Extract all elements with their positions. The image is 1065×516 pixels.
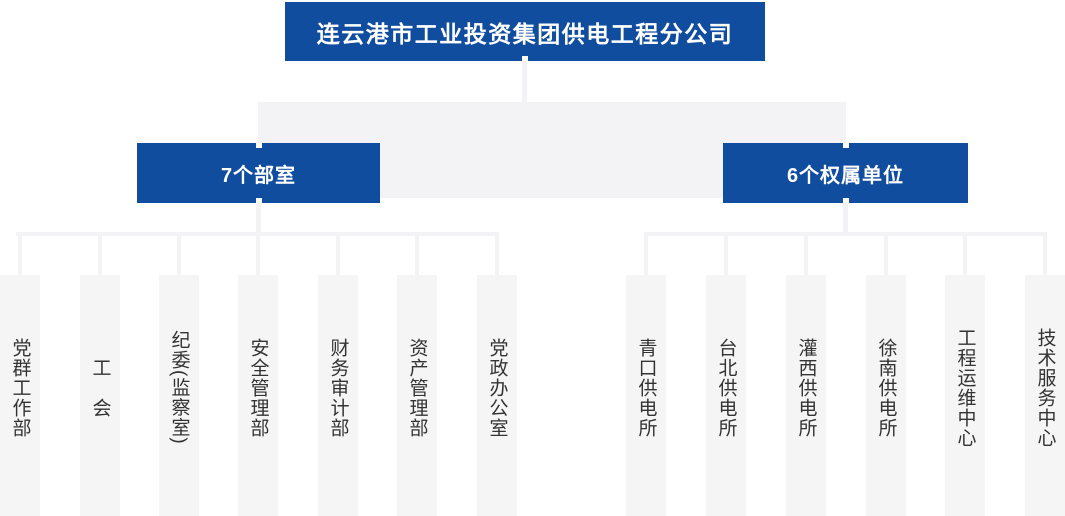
group-node-units: 6个权属单位 [723, 143, 968, 203]
connector-stub-departments [256, 203, 261, 236]
connector-stub-units [843, 203, 848, 236]
connector-rail-units [644, 232, 1047, 236]
leaf-node: 灌西供电所 [786, 275, 826, 516]
leaf-node: 党群工作部 [0, 275, 40, 516]
leaf-node: 安全管理部 [238, 275, 278, 516]
group-node-departments: 7个部室 [137, 143, 380, 203]
group-departments-notch-top [255, 143, 262, 148]
connector-trunk [522, 61, 527, 103]
root-node: 连云港市工业投资集团供电工程分公司 [285, 2, 765, 61]
leaf-node: 技术服务中心 [1025, 275, 1065, 516]
leaf-node: 徐南供电所 [866, 275, 906, 516]
group-units-notch-top [842, 143, 849, 148]
connector-drop [724, 232, 728, 275]
connector-drop [1043, 232, 1047, 275]
leaf-node-label: 徐南供电所 [875, 337, 897, 438]
leaf-node-label: 纪委(监察室) [168, 330, 190, 445]
leaf-node: 青口供电所 [626, 275, 666, 516]
group-node-units-label: 6个权属单位 [786, 164, 905, 187]
group-node-departments-label: 7个部室 [220, 164, 297, 187]
connector-drop [177, 232, 181, 275]
leaf-node: 党政办公室 [477, 275, 517, 516]
root-connector-notch [522, 56, 528, 61]
connector-drop [884, 232, 888, 275]
connector-drop [336, 232, 340, 275]
root-node-label: 连云港市工业投资集团供电工程分公司 [316, 20, 734, 47]
connector-drop [98, 232, 102, 275]
leaf-node: 财务审计部 [318, 275, 358, 516]
leaf-node-label: 财务审计部 [327, 337, 349, 438]
leaf-node: 资产管理部 [397, 275, 437, 516]
leaf-node: 台北供电所 [706, 275, 746, 516]
leaf-node: 工程运维中心 [945, 275, 985, 516]
leaf-node-label: 灌西供电所 [795, 337, 817, 438]
leaf-node-label: 资产管理部 [406, 337, 428, 438]
connector-drop [963, 232, 967, 275]
leaf-node-label: 工 会 [89, 357, 111, 418]
leaf-node-label: 青口供电所 [635, 337, 657, 438]
leaf-node-label: 台北供电所 [715, 337, 737, 438]
leaf-node-label: 党政办公室 [486, 337, 508, 438]
leaf-node: 纪委(监察室) [159, 275, 199, 516]
group-departments-notch-bottom [255, 198, 262, 203]
connector-drop [256, 232, 260, 275]
connector-drop [415, 232, 419, 275]
leaf-node-label: 安全管理部 [247, 337, 269, 438]
leaf-node-label: 工程运维中心 [954, 327, 976, 448]
connector-drop [644, 232, 648, 275]
leaf-node: 工 会 [80, 275, 120, 516]
group-units-notch-bottom [842, 198, 849, 203]
connector-drop [804, 232, 808, 275]
leaf-node-label: 党群工作部 [9, 337, 31, 438]
connector-drop [495, 232, 499, 275]
connector-drop [18, 232, 22, 275]
leaf-node-label: 技术服务中心 [1034, 327, 1056, 448]
